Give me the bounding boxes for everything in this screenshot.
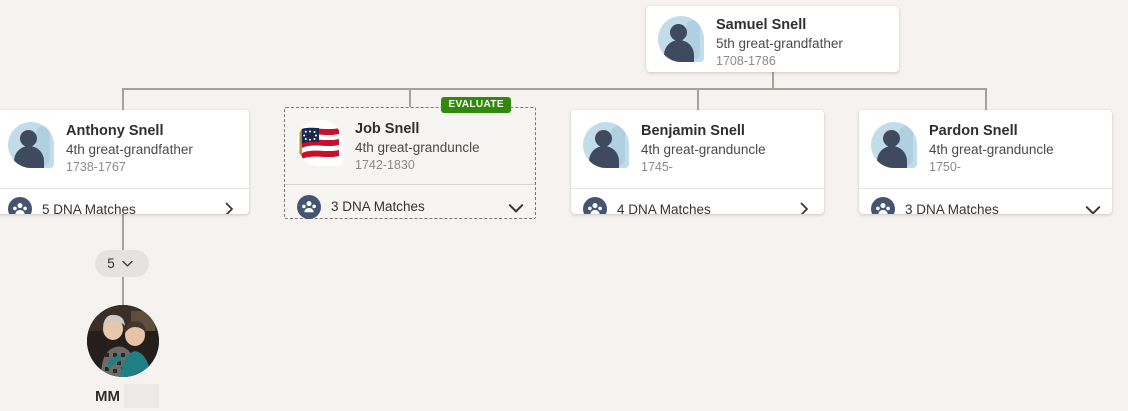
chevron-right-icon[interactable] xyxy=(796,201,812,214)
generation-count-pill[interactable]: 5 xyxy=(95,250,149,277)
person-card-body: Samuel Snell 5th great-grandfather 1708-… xyxy=(646,6,899,72)
person-relationship: 4th great-granduncle xyxy=(641,141,766,157)
person-placeholder-icon xyxy=(583,122,629,168)
dna-matches-icon xyxy=(871,197,895,214)
person-info: Benjamin Snell 4th great-granduncle 1745… xyxy=(641,120,766,176)
person-card-body: Anthony Snell 4th great-grandfather 1738… xyxy=(0,110,249,188)
american-flag-photo xyxy=(297,120,343,166)
person-placeholder-icon xyxy=(658,16,704,62)
person-dates: 1745- xyxy=(641,160,673,175)
person-name: Samuel Snell xyxy=(716,17,807,33)
person-card-pardon[interactable]: Pardon Snell 4th great-granduncle 1750- … xyxy=(859,110,1112,214)
chevron-down-icon[interactable] xyxy=(121,257,137,270)
dna-matches-row[interactable]: 3 DNA Matches xyxy=(859,187,1112,214)
dna-matches-label: 3 DNA Matches xyxy=(331,199,425,215)
connector-down-benjamin xyxy=(697,88,699,110)
user-surname-redacted xyxy=(124,384,159,408)
person-card-body: Job Snell 4th great-granduncle 1742-1830 xyxy=(285,108,535,185)
person-dates: 1708-1786 xyxy=(716,54,776,69)
dna-matches-icon xyxy=(297,194,321,219)
person-name: Benjamin Snell xyxy=(641,123,745,139)
connector-down-job xyxy=(409,88,411,110)
connector-sibling-bar xyxy=(122,88,986,90)
person-card-body: Benjamin Snell 4th great-granduncle 1745… xyxy=(571,110,824,188)
user-initials: MM xyxy=(95,387,120,405)
person-card-body: Pardon Snell 4th great-granduncle 1750- xyxy=(859,110,1112,188)
person-dates: 1742-1830 xyxy=(355,158,415,173)
dna-matches-row[interactable]: 3 DNA Matches xyxy=(285,185,535,229)
person-info: Job Snell 4th great-granduncle 1742-1830 xyxy=(355,118,480,174)
connector-down-anthony xyxy=(122,88,124,110)
person-relationship: 4th great-granduncle xyxy=(355,139,480,155)
person-dates: 1738-1767 xyxy=(66,160,126,175)
connector-down-pardon xyxy=(985,88,987,110)
person-card-root[interactable]: Samuel Snell 5th great-grandfather 1708-… xyxy=(646,6,899,72)
chevron-down-icon[interactable] xyxy=(507,199,524,215)
person-info: Anthony Snell 4th great-grandfather 1738… xyxy=(66,120,193,176)
dna-matches-row[interactable]: 5 DNA Matches xyxy=(0,187,249,214)
person-placeholder-icon xyxy=(8,122,54,168)
evaluate-badge[interactable]: EVALUATE xyxy=(441,97,511,113)
chevron-down-icon[interactable] xyxy=(1084,201,1101,214)
dna-matches-label: 4 DNA Matches xyxy=(617,201,711,214)
dna-matches-icon xyxy=(583,197,607,214)
person-placeholder-icon xyxy=(871,122,917,168)
person-relationship: 4th great-granduncle xyxy=(929,141,1054,157)
person-card-anthony[interactable]: Anthony Snell 4th great-grandfather 1738… xyxy=(0,110,249,214)
couple-photo-image xyxy=(87,305,159,377)
person-card-benjamin[interactable]: Benjamin Snell 4th great-granduncle 1745… xyxy=(571,110,824,214)
person-dates: 1750- xyxy=(929,160,961,175)
dna-matches-icon xyxy=(8,197,32,214)
person-info: Pardon Snell 4th great-granduncle 1750- xyxy=(929,120,1054,176)
chevron-right-icon[interactable] xyxy=(221,201,237,214)
connector-root-down xyxy=(772,72,774,90)
generation-count: 5 xyxy=(107,256,115,271)
person-name: Job Snell xyxy=(355,121,420,137)
person-card-job[interactable]: EVALUATE xyxy=(284,97,536,219)
person-name: Pardon Snell xyxy=(929,123,1018,139)
user-name-label: MM xyxy=(95,384,159,408)
person-name: Anthony Snell xyxy=(66,123,164,139)
person-relationship: 4th great-grandfather xyxy=(66,141,193,157)
couple-photo[interactable] xyxy=(87,305,159,377)
dna-matches-label: 5 DNA Matches xyxy=(42,201,136,214)
dna-matches-label: 3 DNA Matches xyxy=(905,201,999,214)
person-info: Samuel Snell 5th great-grandfather 1708-… xyxy=(716,14,843,70)
person-relationship: 5th great-grandfather xyxy=(716,35,843,51)
dna-matches-row[interactable]: 4 DNA Matches xyxy=(571,187,824,214)
